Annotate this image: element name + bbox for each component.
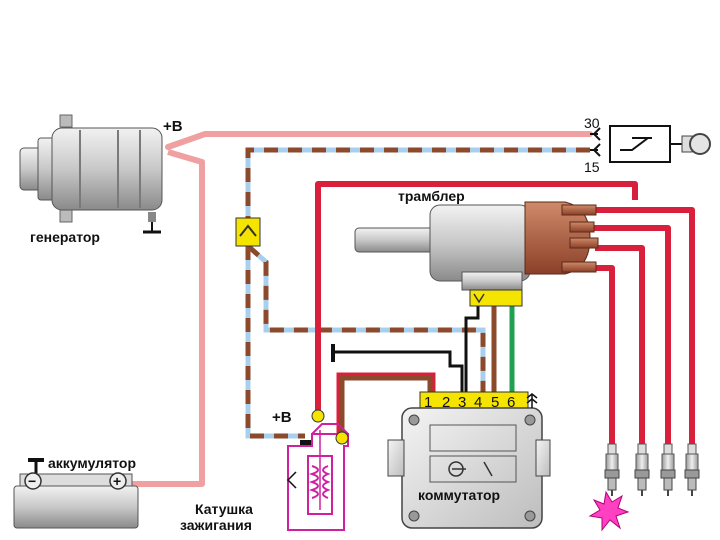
- wire-ground: [333, 350, 464, 394]
- wire-sensor-black: [464, 304, 480, 394]
- coil-plus-b-label: +В: [272, 409, 292, 426]
- spark-plug: [684, 443, 700, 496]
- coil-label-line2: зажигания: [180, 517, 252, 533]
- spark-plug-icon: [604, 443, 700, 496]
- switch-terminal-30: 30: [584, 115, 600, 131]
- terminal-label: 3: [458, 394, 466, 411]
- terminal-label: 5: [491, 394, 499, 411]
- spark-plug: [660, 443, 676, 496]
- commutator-label: коммутатор: [418, 487, 500, 503]
- battery-plus-symbol: +: [113, 473, 121, 489]
- ignition-key-icon: [590, 125, 711, 163]
- spark-plug: [604, 443, 620, 496]
- terminal-label: 4: [474, 394, 482, 411]
- terminal-label: 6: [507, 394, 515, 411]
- spark-icon: [588, 490, 630, 532]
- switch-terminal-15: 15: [584, 159, 600, 175]
- terminal-label: 2: [442, 394, 450, 411]
- commutator-terminals: 1 2 3 4 5 6: [424, 394, 515, 411]
- coil-label-line1: Катушка: [195, 501, 253, 517]
- spark-plug: [634, 443, 650, 496]
- wire-generator-to-battery: [122, 149, 205, 487]
- terminal-label: 1: [424, 394, 432, 411]
- battery-icon: [13, 458, 139, 529]
- alternator-icon: [19, 114, 163, 234]
- antenna-icon: [526, 393, 538, 408]
- battery-minus-symbol: −: [28, 473, 36, 489]
- commutator-icon: [387, 391, 551, 529]
- distributor-label: трамблер: [398, 188, 465, 204]
- ignition-coil-icon: [286, 409, 349, 531]
- wire-coil-to-terminal1: [339, 375, 433, 436]
- battery-label: аккумулятор: [48, 455, 136, 471]
- wire-generator-to-switch: [165, 131, 593, 150]
- wire-coil-hv: [315, 181, 638, 410]
- fuse-icon: [235, 217, 261, 247]
- wire-plug-leads: [590, 207, 695, 446]
- generator-plus-b-label: +В: [163, 118, 183, 135]
- generator-label: генератор: [30, 229, 100, 245]
- distributor-icon: [354, 201, 599, 307]
- wire-switch15-to-coil: [245, 147, 590, 439]
- wire-coil-to-terminal1-red: [336, 372, 436, 436]
